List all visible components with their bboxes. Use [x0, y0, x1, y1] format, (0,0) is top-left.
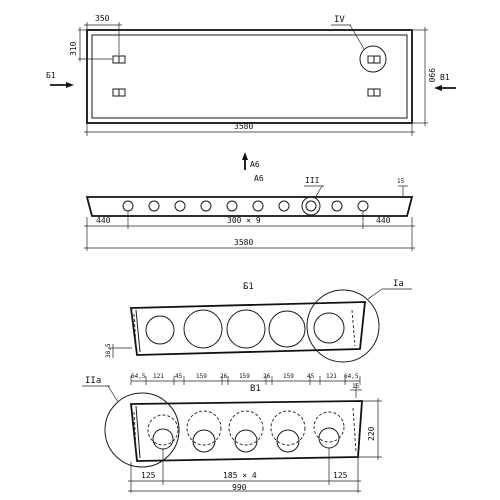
section-title: B1 — [250, 384, 261, 394]
callout-label-iii: III — [305, 176, 320, 185]
void-circle — [226, 309, 266, 349]
dim-left-side: 310 — [69, 41, 78, 56]
void-circle — [276, 429, 300, 453]
slope-dim: 15 — [397, 178, 405, 185]
dim-label: 121 — [153, 373, 164, 380]
dim-label: 159 — [196, 373, 207, 380]
dim-label: 159 — [283, 373, 294, 380]
section-b1-lower: B1 15 IIа 220 125 — [82, 376, 382, 493]
section-label-right: B1 — [440, 73, 450, 82]
plan-outline — [86, 29, 413, 124]
callout-label-iv: IV — [334, 15, 345, 25]
lifting-loop — [367, 55, 381, 64]
dim-right-side: 990 — [427, 68, 436, 83]
section-edge-detail — [135, 309, 141, 353]
hole-row — [122, 200, 369, 212]
void-circle — [313, 312, 345, 344]
dim-total: 3580 — [234, 238, 253, 247]
section-b1: Б1 Iа 38,5 — [105, 279, 412, 385]
plan-view: IV 350 310 990 3580 Б1 B1 — [46, 14, 456, 136]
dim-left: 440 — [96, 216, 111, 225]
lifting-loop — [112, 88, 126, 97]
void-circle — [152, 428, 174, 450]
view-title: A6 — [254, 174, 264, 183]
void-circle-dashed — [228, 410, 264, 446]
dim-label: 26 — [220, 373, 228, 380]
section-label-left: Б1 — [46, 71, 56, 80]
hole — [331, 200, 343, 212]
dim-label: 64,5 — [344, 373, 359, 380]
callout-leader — [107, 385, 119, 403]
callout-circle-ia — [306, 289, 380, 363]
section-outline — [129, 301, 367, 356]
void-circle-dashed — [270, 410, 306, 446]
callout-leader — [349, 24, 365, 50]
callout-circle-iia — [104, 392, 180, 468]
dim-right: 125 — [333, 471, 348, 480]
hole — [305, 200, 317, 212]
callout-leader — [314, 185, 323, 199]
plan-inner-outline — [91, 34, 408, 119]
void-circle — [183, 309, 223, 349]
lifting-loop — [367, 88, 381, 97]
void-circle-dashed — [186, 410, 222, 446]
dim-left-height: 38,5 — [105, 343, 112, 358]
hole — [226, 200, 238, 212]
callout-label-iia: IIа — [85, 376, 101, 386]
dim-label: 45 — [175, 373, 183, 380]
slab-elevation-outline — [85, 196, 414, 217]
void-circle — [318, 427, 340, 449]
dim-label: 64,5 — [131, 373, 146, 380]
hole — [122, 200, 134, 212]
callout-circle-iii — [301, 196, 321, 216]
void-circle — [268, 310, 306, 348]
tick-row — [130, 376, 361, 385]
void-circle — [192, 429, 216, 453]
callout-circle-iv — [359, 45, 387, 73]
elevation-view: A6 A6 III 15 440 — [84, 152, 415, 251]
section-title: Б1 — [243, 282, 254, 292]
hole — [148, 200, 160, 212]
dim-top-left: 350 — [95, 14, 110, 23]
hole — [357, 200, 369, 212]
dim-length: 3580 — [234, 122, 253, 131]
dim-right: 440 — [376, 216, 391, 225]
hole — [200, 200, 212, 212]
dim-label: 26 — [263, 373, 271, 380]
void-circle — [145, 315, 175, 345]
void-circle — [234, 429, 258, 453]
dim-height: 220 — [367, 426, 376, 441]
hole — [174, 200, 186, 212]
hole — [278, 200, 290, 212]
dim-total: 990 — [232, 483, 247, 492]
dim-label: 159 — [239, 373, 250, 380]
callout-label-ia: Iа — [393, 279, 404, 289]
dim-label: 121 — [326, 373, 337, 380]
dim-label: 45 — [307, 373, 315, 380]
hole — [252, 200, 264, 212]
section-outline — [130, 400, 363, 462]
void-circle-dashed — [147, 414, 179, 446]
slope-dim: 15 — [352, 383, 360, 390]
dim-middle: 185 × 4 — [223, 471, 257, 480]
dim-middle: 300 × 9 — [227, 216, 261, 225]
section-edge-detail — [135, 405, 141, 459]
void-circle-dashed — [313, 411, 345, 443]
dim-left: 125 — [141, 471, 156, 480]
lifting-loop — [112, 55, 126, 64]
view-arrow-label: A6 — [250, 160, 260, 169]
callout-leader — [367, 288, 383, 300]
